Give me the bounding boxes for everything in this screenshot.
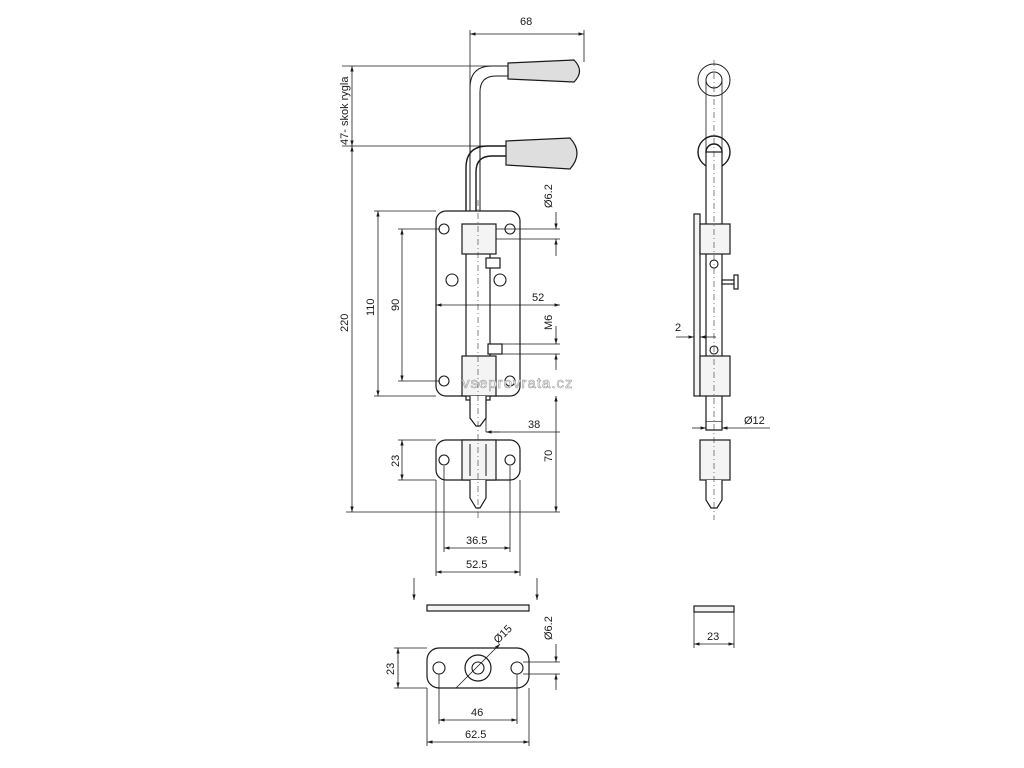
dim-plate-width: 52 [532, 292, 544, 304]
dim-handle-width: 68 [520, 16, 532, 28]
side-plate [693, 213, 701, 397]
dim-washer-width: 62.5 [465, 729, 486, 741]
dim-washer-hole-spacing: 46 [471, 707, 483, 719]
dim-rod-diameter: Ø6.2 [543, 184, 555, 208]
keeper-hole [438, 454, 450, 466]
plate-hole [504, 375, 516, 387]
side-guide-top [699, 223, 731, 255]
dim-thread: M6 [543, 315, 555, 330]
plate-hole [438, 375, 450, 387]
dim-keeper-height: 23 [390, 455, 402, 467]
dim-bolt-diameter: Ø12 [744, 415, 765, 427]
dim-total-length: 220 [339, 314, 351, 332]
side-guide-bottom [699, 355, 731, 397]
washer-view: Ø15 Ø6.2 23 46 62.5 [385, 578, 560, 746]
washer-edge [426, 604, 530, 612]
side-dimensions: 2 Ø12 23 [675, 322, 770, 648]
keeper-hole [504, 454, 516, 466]
dim-keeper-hole-spacing: 36.5 [466, 535, 487, 547]
side-keeper [699, 439, 731, 481]
dim-bolt-stroke: 47- skok rygla [339, 76, 351, 145]
plate-hole [493, 273, 507, 287]
dim-washer-hole-diameter: Ø15 [492, 623, 515, 646]
dim-side-keeper-width: 23 [707, 631, 719, 643]
dim-bolt-tip: 38 [528, 419, 540, 431]
dim-washer-height: 23 [385, 663, 397, 675]
dim-plate-thickness: 2 [675, 322, 681, 334]
plate-hole [445, 273, 459, 287]
washer-hole [432, 661, 446, 675]
dim-plate-height: 110 [365, 298, 377, 316]
plate-hole [438, 223, 450, 235]
bolt-guide-top [461, 223, 497, 255]
front-dimensions: 68 47- skok rygla 220 110 90 Ø6.2 52 [339, 16, 585, 576]
bolt-guide-bottom [461, 355, 497, 397]
dim-keeper-offset: 70 [543, 450, 555, 462]
stop-pin [485, 257, 501, 269]
keeper-guide [461, 439, 497, 481]
side-washer [693, 605, 735, 613]
dim-keeper-width: 52.5 [466, 559, 487, 571]
side-view [693, 60, 739, 520]
dim-hole-spacing-vertical: 90 [390, 299, 402, 311]
handle-grip-upper [507, 59, 581, 83]
thread-pin [487, 343, 503, 355]
handle-grip-lower [505, 137, 578, 170]
dim-washer-mount-hole: Ø6.2 [543, 616, 555, 640]
watermark: vseprovrata.cz [462, 375, 574, 392]
front-view [435, 59, 581, 520]
washer-hole [510, 661, 524, 675]
